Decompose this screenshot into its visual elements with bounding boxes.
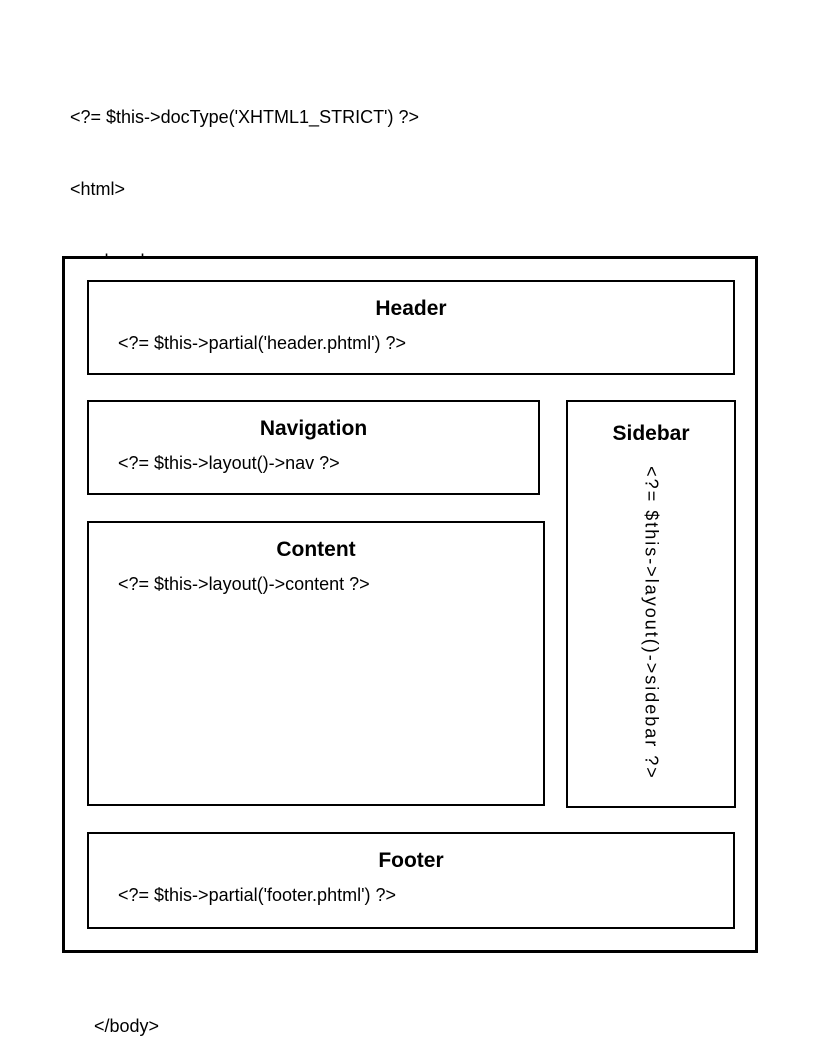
code-line-doctype: <?= $this->docType('XHTML1_STRICT') ?>: [70, 107, 420, 127]
sidebar-box-title: Sidebar: [612, 422, 690, 445]
template-code-bottom: </body> </html>: [70, 966, 159, 1056]
footer-box: Footer <?= $this->partial('footer.phtml'…: [87, 832, 735, 929]
header-box-code: <?= $this->partial('header.phtml') ?>: [118, 333, 407, 353]
header-box: Header <?= $this->partial('header.phtml'…: [87, 280, 735, 375]
sidebar-box: Sidebar <?= $this->layout()->sidebar ?>: [566, 400, 736, 808]
navigation-box-code: <?= $this->layout()->nav ?>: [118, 453, 340, 473]
sidebar-box-code: <?= $this->layout()->sidebar ?>: [641, 466, 662, 780]
layout-outer-box: Header <?= $this->partial('header.phtml'…: [62, 256, 758, 953]
footer-box-code: <?= $this->partial('footer.phtml') ?>: [118, 885, 397, 905]
navigation-box: Navigation <?= $this->layout()->nav ?>: [87, 400, 540, 495]
content-box-title: Content: [276, 538, 356, 561]
content-box-code: <?= $this->layout()->content ?>: [118, 574, 370, 594]
content-box: Content <?= $this->layout()->content ?>: [87, 521, 545, 806]
header-box-title: Header: [375, 297, 447, 320]
code-line-body-close: </body>: [94, 1016, 160, 1036]
navigation-box-title: Navigation: [259, 417, 368, 440]
footer-box-title: Footer: [378, 849, 444, 872]
code-line-html-open: <html>: [70, 179, 126, 199]
